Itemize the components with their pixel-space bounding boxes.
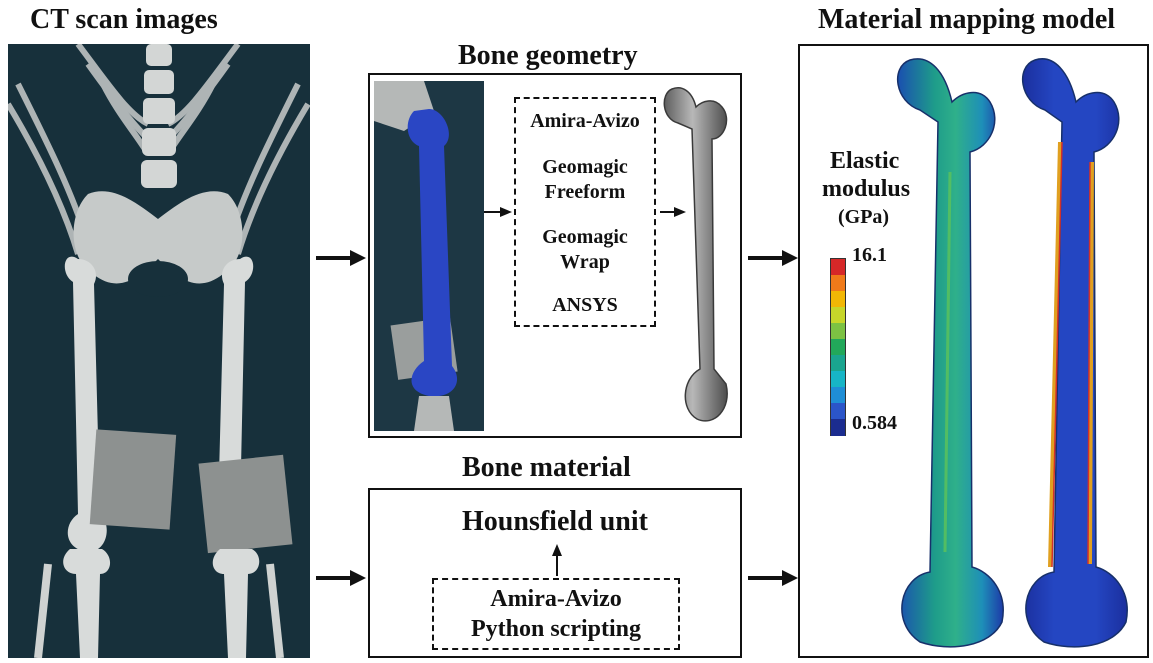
colorbar-segment	[831, 323, 845, 340]
arrow-material-to-model	[748, 568, 798, 588]
gray-femur-model	[652, 79, 734, 431]
hounsfield-unit-label: Hounsfield unit	[370, 506, 740, 538]
colorbar-segment	[831, 339, 845, 356]
arrow-geometry-to-model	[748, 248, 798, 268]
legend-unit: (GPa)	[838, 206, 889, 229]
legend-title-line1: Elastic	[830, 148, 899, 175]
femur-elastic-map-2	[1010, 52, 1135, 652]
colorbar-segment	[831, 355, 845, 372]
femur-elastic-map-1	[890, 52, 1010, 652]
colorbar-segment	[831, 419, 845, 436]
colorbar-segment	[831, 371, 845, 388]
tool-geomagic-freeform-line1: Geomagic	[516, 155, 654, 180]
material-tools-box: Amira-Avizo Python scripting	[432, 578, 680, 650]
material-mapping-box: Elastic modulus (GPa) 16.1 0.584	[798, 44, 1149, 658]
geometry-tools-box: Amira-Avizo Geomagic Freeform Geomagic W…	[514, 97, 656, 327]
colorbar-segment	[831, 307, 845, 324]
legend-min-value: 0.584	[852, 412, 897, 435]
arrow-ct-to-geometry	[316, 248, 366, 268]
arrow-up	[550, 544, 564, 576]
bone-geometry-box: Amira-Avizo Geomagic Freeform Geomagic W…	[368, 73, 742, 438]
colorbar-segment	[831, 275, 845, 292]
bone-geometry-title: Bone geometry	[458, 40, 638, 72]
colorbar-segment	[831, 387, 845, 404]
tool-geomagic-freeform-line2: Freeform	[516, 180, 654, 205]
tool-amira-avizo: Amira-Avizo	[516, 109, 654, 134]
colorbar-segment	[831, 291, 845, 308]
bone-material-title: Bone material	[462, 452, 631, 484]
bone-material-box: Hounsfield unit Amira-Avizo Python scrip…	[368, 488, 742, 658]
ct-scan-title: CT scan images	[30, 4, 218, 36]
arrow-ct-to-material	[316, 568, 366, 588]
tool-geomagic-wrap-line1: Geomagic	[516, 225, 654, 250]
material-mapping-title: Material mapping model	[818, 4, 1115, 36]
ct-scan-image	[8, 44, 310, 658]
elastic-modulus-colorbar	[830, 258, 846, 436]
arrow-small-1	[484, 205, 512, 219]
material-tool-line1: Amira-Avizo	[434, 584, 678, 614]
segmented-femur-image	[374, 81, 484, 431]
material-tool-line2: Python scripting	[434, 614, 678, 644]
legend-max-value: 16.1	[852, 244, 887, 267]
tool-ansys: ANSYS	[516, 293, 654, 318]
tool-geomagic-wrap-line2: Wrap	[516, 250, 654, 275]
colorbar-segment	[831, 259, 845, 276]
colorbar-segment	[831, 403, 845, 420]
legend-title-line2: modulus	[822, 176, 910, 203]
